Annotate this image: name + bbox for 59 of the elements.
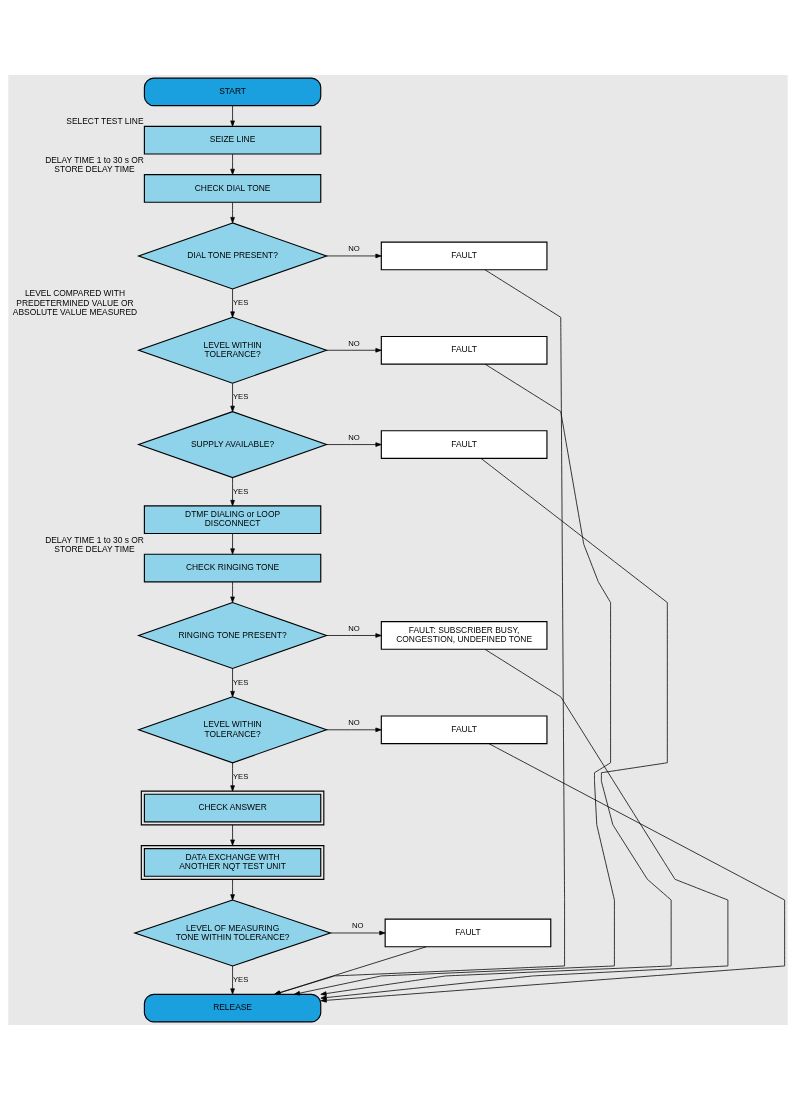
node-box: FAULT bbox=[380, 241, 548, 271]
arrow bbox=[326, 348, 382, 353]
node-box: SEIZE LINE bbox=[143, 125, 322, 155]
arrow bbox=[230, 581, 235, 603]
arrow bbox=[230, 824, 235, 846]
arrow bbox=[230, 288, 235, 318]
arrow bbox=[326, 633, 382, 638]
node-diamond: SUPPLY AVAILABLE? bbox=[136, 411, 329, 479]
node-label: DELAY TIME 1 to 30 s OR STORE DELAY TIME bbox=[45, 534, 144, 554]
node-label: LEVEL COMPARED WITH PREDETERMINED VALUE OR ABSOLUTE VALUE MEASURED bbox=[12, 288, 138, 317]
edge-label: YES bbox=[232, 486, 249, 496]
arrow bbox=[326, 442, 382, 447]
arrow bbox=[230, 879, 235, 901]
node-box: CHECK DIAL TONE bbox=[143, 174, 322, 203]
node-diamond: LEVEL OF MEASURING TONE WITHIN TOLERANCE? bbox=[133, 899, 333, 967]
node-diamond: DIAL TONE PRESENT? bbox=[136, 222, 329, 290]
arrow bbox=[320, 458, 672, 996]
edge-label: YES bbox=[232, 677, 249, 687]
arrow bbox=[230, 153, 235, 175]
arrow bbox=[230, 202, 235, 224]
edge-label: YES bbox=[232, 392, 249, 402]
node-box: FAULT bbox=[380, 430, 548, 459]
arrow bbox=[230, 668, 235, 698]
arrow bbox=[320, 743, 785, 1003]
arrow bbox=[230, 383, 235, 412]
edge-label: NO bbox=[348, 623, 360, 633]
edge-label: YES bbox=[232, 298, 249, 308]
arrow bbox=[320, 649, 729, 1000]
arrow bbox=[230, 762, 235, 792]
edge-label: NO bbox=[348, 718, 360, 728]
node-diamond: RINGING TONE PRESENT? bbox=[136, 601, 329, 670]
arrow bbox=[230, 965, 235, 995]
node-label: SELECT TEST LINE bbox=[66, 115, 144, 126]
node-diamond: LEVEL WITHIN TOLERANCE? bbox=[136, 316, 329, 384]
edge-label: NO bbox=[348, 432, 360, 442]
arrow bbox=[274, 269, 565, 995]
arrow bbox=[329, 930, 386, 936]
arrow bbox=[326, 727, 382, 733]
node-box: CHECK RINGING TONE bbox=[143, 553, 322, 583]
edge-label: YES bbox=[232, 975, 249, 985]
edge-label: NO bbox=[351, 921, 364, 931]
node-box: FAULT bbox=[380, 715, 548, 745]
arrow bbox=[230, 477, 235, 507]
node-diamond: LEVEL WITHIN TOLERANCE? bbox=[136, 696, 329, 764]
edge-label: YES bbox=[232, 771, 249, 781]
node-label: DELAY TIME 1 to 30 s OR STORE DELAY TIME bbox=[45, 155, 144, 175]
node-box: FAULT: SUBSCRIBER BUSY, CONGESTION, UNDEFINED TONE bbox=[380, 621, 548, 650]
edge-label: NO bbox=[348, 244, 360, 254]
arrow bbox=[274, 946, 427, 995]
node-box: RELEASE bbox=[143, 993, 322, 1023]
node-box: DTMF DIALING or LOOP DISCONNECT bbox=[143, 505, 322, 535]
arrow bbox=[294, 363, 615, 996]
edge-label: NO bbox=[348, 338, 360, 348]
node-box: START bbox=[143, 77, 322, 107]
arrow bbox=[326, 253, 382, 259]
node-box: FAULT bbox=[384, 918, 552, 948]
node-box: FAULT bbox=[380, 335, 548, 365]
arrow bbox=[230, 533, 235, 555]
arrow bbox=[230, 105, 235, 127]
